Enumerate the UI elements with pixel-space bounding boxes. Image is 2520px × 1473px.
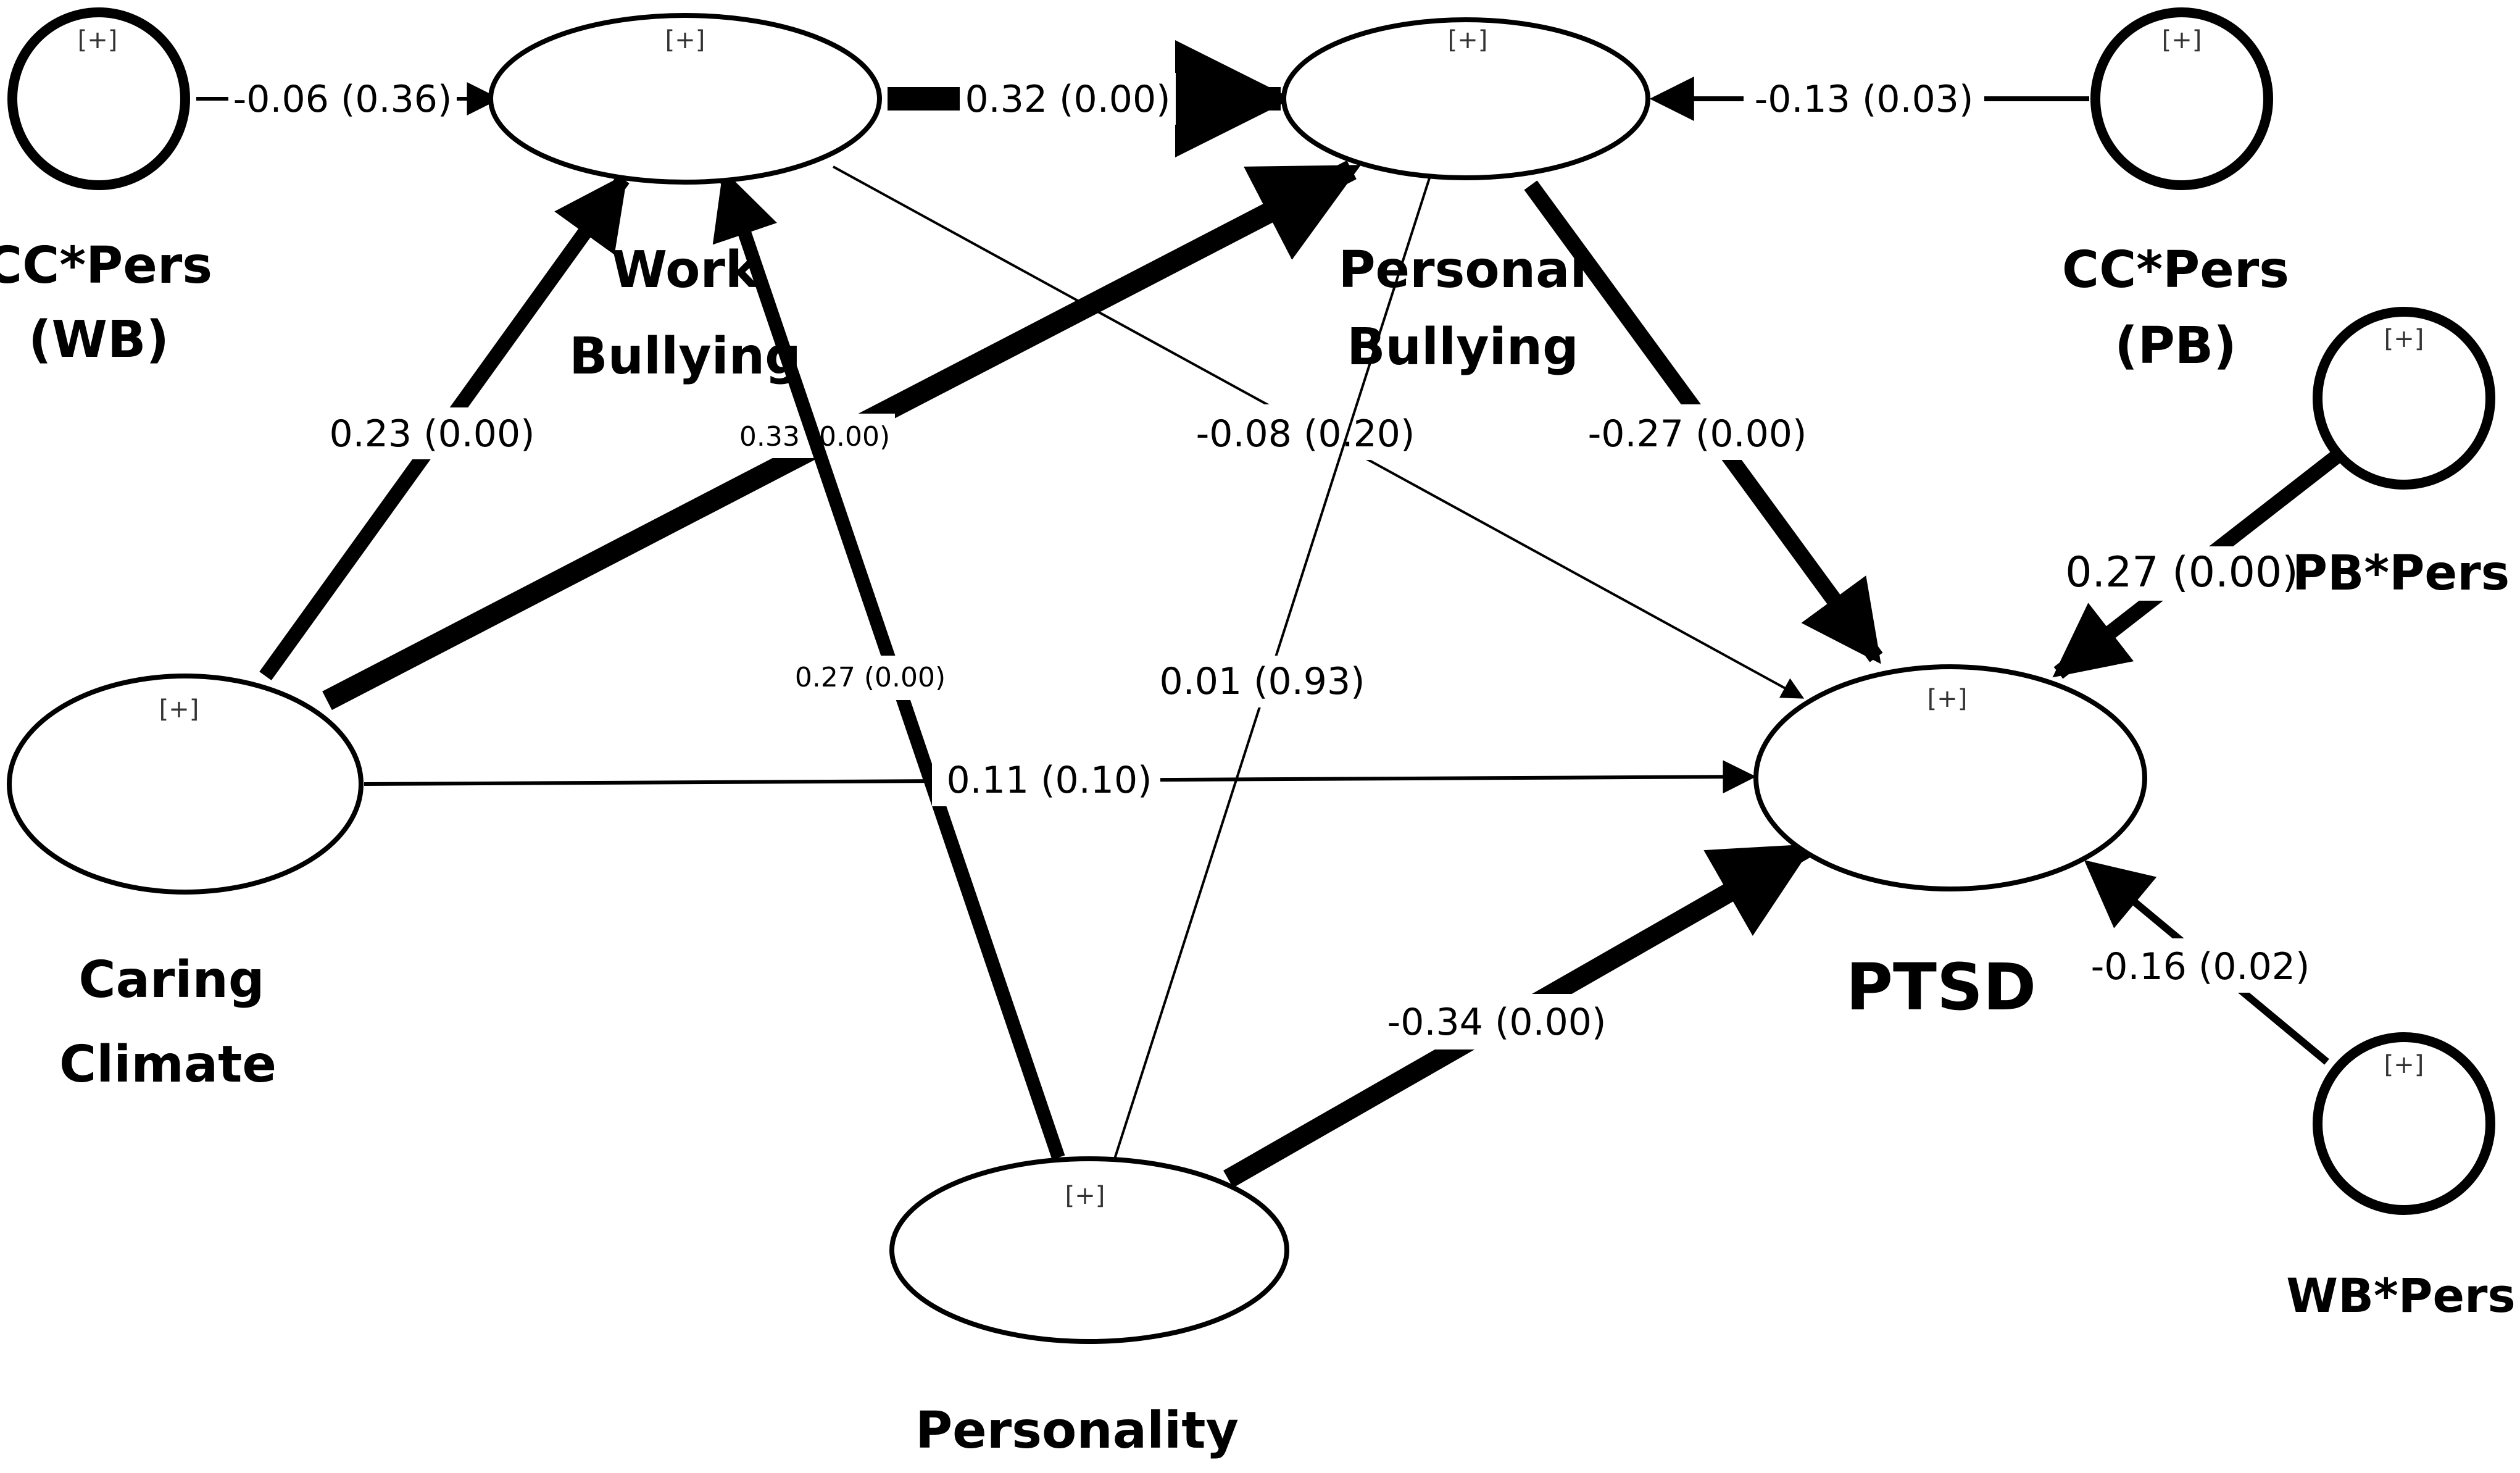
node-label: PTSD <box>1846 949 2036 1025</box>
node-label: Bullying <box>569 327 801 386</box>
node-work-bullying[interactable]: [+] Work Bullying <box>488 13 882 386</box>
path-personal-bullying-to-ptsd: -0.27 (0.00) <box>1524 180 1883 664</box>
path-caring-climate-to-ptsd: 0.11 (0.10) <box>364 754 1757 806</box>
expand-icon[interactable]: [+] <box>1448 26 1488 54</box>
path-personality-to-work-bullying: 0.27 (0.00) <box>712 169 1065 1160</box>
node-personality[interactable]: [+] Personality <box>889 1156 1289 1460</box>
path-coefficient: -0.16 (0.02) <box>2091 945 2310 988</box>
path-coefficient: 0.27 (0.00) <box>2065 548 2298 597</box>
expand-icon[interactable]: [+] <box>2384 1051 2424 1079</box>
node-label: PB*Pers <box>2292 546 2510 601</box>
path-coefficient: 0.27 (0.00) <box>795 662 946 693</box>
path-pbpers-to-ptsd <box>2052 451 2341 679</box>
path-coefficient: -0.08 (0.20) <box>1196 412 1415 456</box>
node-label: Caring <box>78 951 264 1009</box>
expand-icon[interactable]: [+] <box>1927 685 1968 713</box>
path-coefficient: 0.01 (0.93) <box>1159 660 1365 703</box>
node-wb-pers[interactable]: [+] WB*Pers <box>2286 1032 2516 1323</box>
path-personality-to-personal-bullying: 0.01 (0.93) <box>1113 149 1443 1161</box>
node-label: Work <box>612 241 760 299</box>
path-wbpers-to-ptsd: -0.16 (0.02) <box>2074 860 2333 1065</box>
node-label: Personality <box>915 1401 1239 1460</box>
expand-icon[interactable]: [+] <box>2384 325 2424 353</box>
node-label: (PB) <box>2115 317 2237 375</box>
node-personal-bullying[interactable]: [+] Personal Bullying <box>1281 17 1650 377</box>
path-coefficient: -0.13 (0.03) <box>1755 78 1974 121</box>
path-coefficient: 0.11 (0.10) <box>946 759 1152 802</box>
path-work-bullying-to-personal-bullying: 0.32 (0.00) <box>888 40 1292 157</box>
path-work-bullying-to-ptsd: -0.08 (0.20) <box>833 165 1805 699</box>
path-coefficient: -0.34 (0.00) <box>1387 1001 1607 1044</box>
pbpers-path-label-group: 0.27 (0.00) PB*Pers <box>2065 546 2510 601</box>
node-label: Climate <box>59 1035 277 1094</box>
node-label: CC*Pers <box>2062 241 2289 299</box>
node-cc-pers-wb[interactable]: [+] CC*Pers (WB) <box>0 7 212 369</box>
path-personality-to-ptsd: -0.34 (0.00) <box>1223 840 1814 1188</box>
node-cc-pers-pb[interactable]: [+] CC*Pers (PB) <box>2062 7 2289 375</box>
path-ccpers-wb-to-work-bullying: -0.06 (0.36) <box>196 73 501 125</box>
node-caring-climate[interactable]: [+] Caring Climate <box>7 674 364 1094</box>
expand-icon[interactable]: [+] <box>1065 1182 1105 1210</box>
node-label: Bullying <box>1347 318 1579 377</box>
path-coefficient: -0.06 (0.36) <box>233 78 452 121</box>
expand-icon[interactable]: [+] <box>665 26 705 54</box>
node-label: WB*Pers <box>2286 1268 2515 1323</box>
path-caring-climate-to-work-bullying: 0.23 (0.00) <box>259 173 630 681</box>
expand-icon[interactable]: [+] <box>78 26 118 54</box>
node-pb-pers[interactable]: [+] <box>2313 307 2495 490</box>
path-ccpers-pb-to-personal-bullying: -0.13 (0.03) <box>1649 73 2089 125</box>
path-coefficient: -0.27 (0.00) <box>1588 412 1807 456</box>
node-label: (WB) <box>28 311 169 369</box>
path-coefficient: 0.32 (0.00) <box>965 78 1170 121</box>
node-label: Personal <box>1338 241 1587 299</box>
path-coefficient: 0.23 (0.00) <box>329 412 534 456</box>
expand-icon[interactable]: [+] <box>159 695 199 724</box>
node-label: CC*Pers <box>0 236 212 295</box>
expand-icon[interactable]: [+] <box>2162 26 2202 54</box>
node-ptsd[interactable]: [+] PTSD <box>1753 664 2147 1025</box>
